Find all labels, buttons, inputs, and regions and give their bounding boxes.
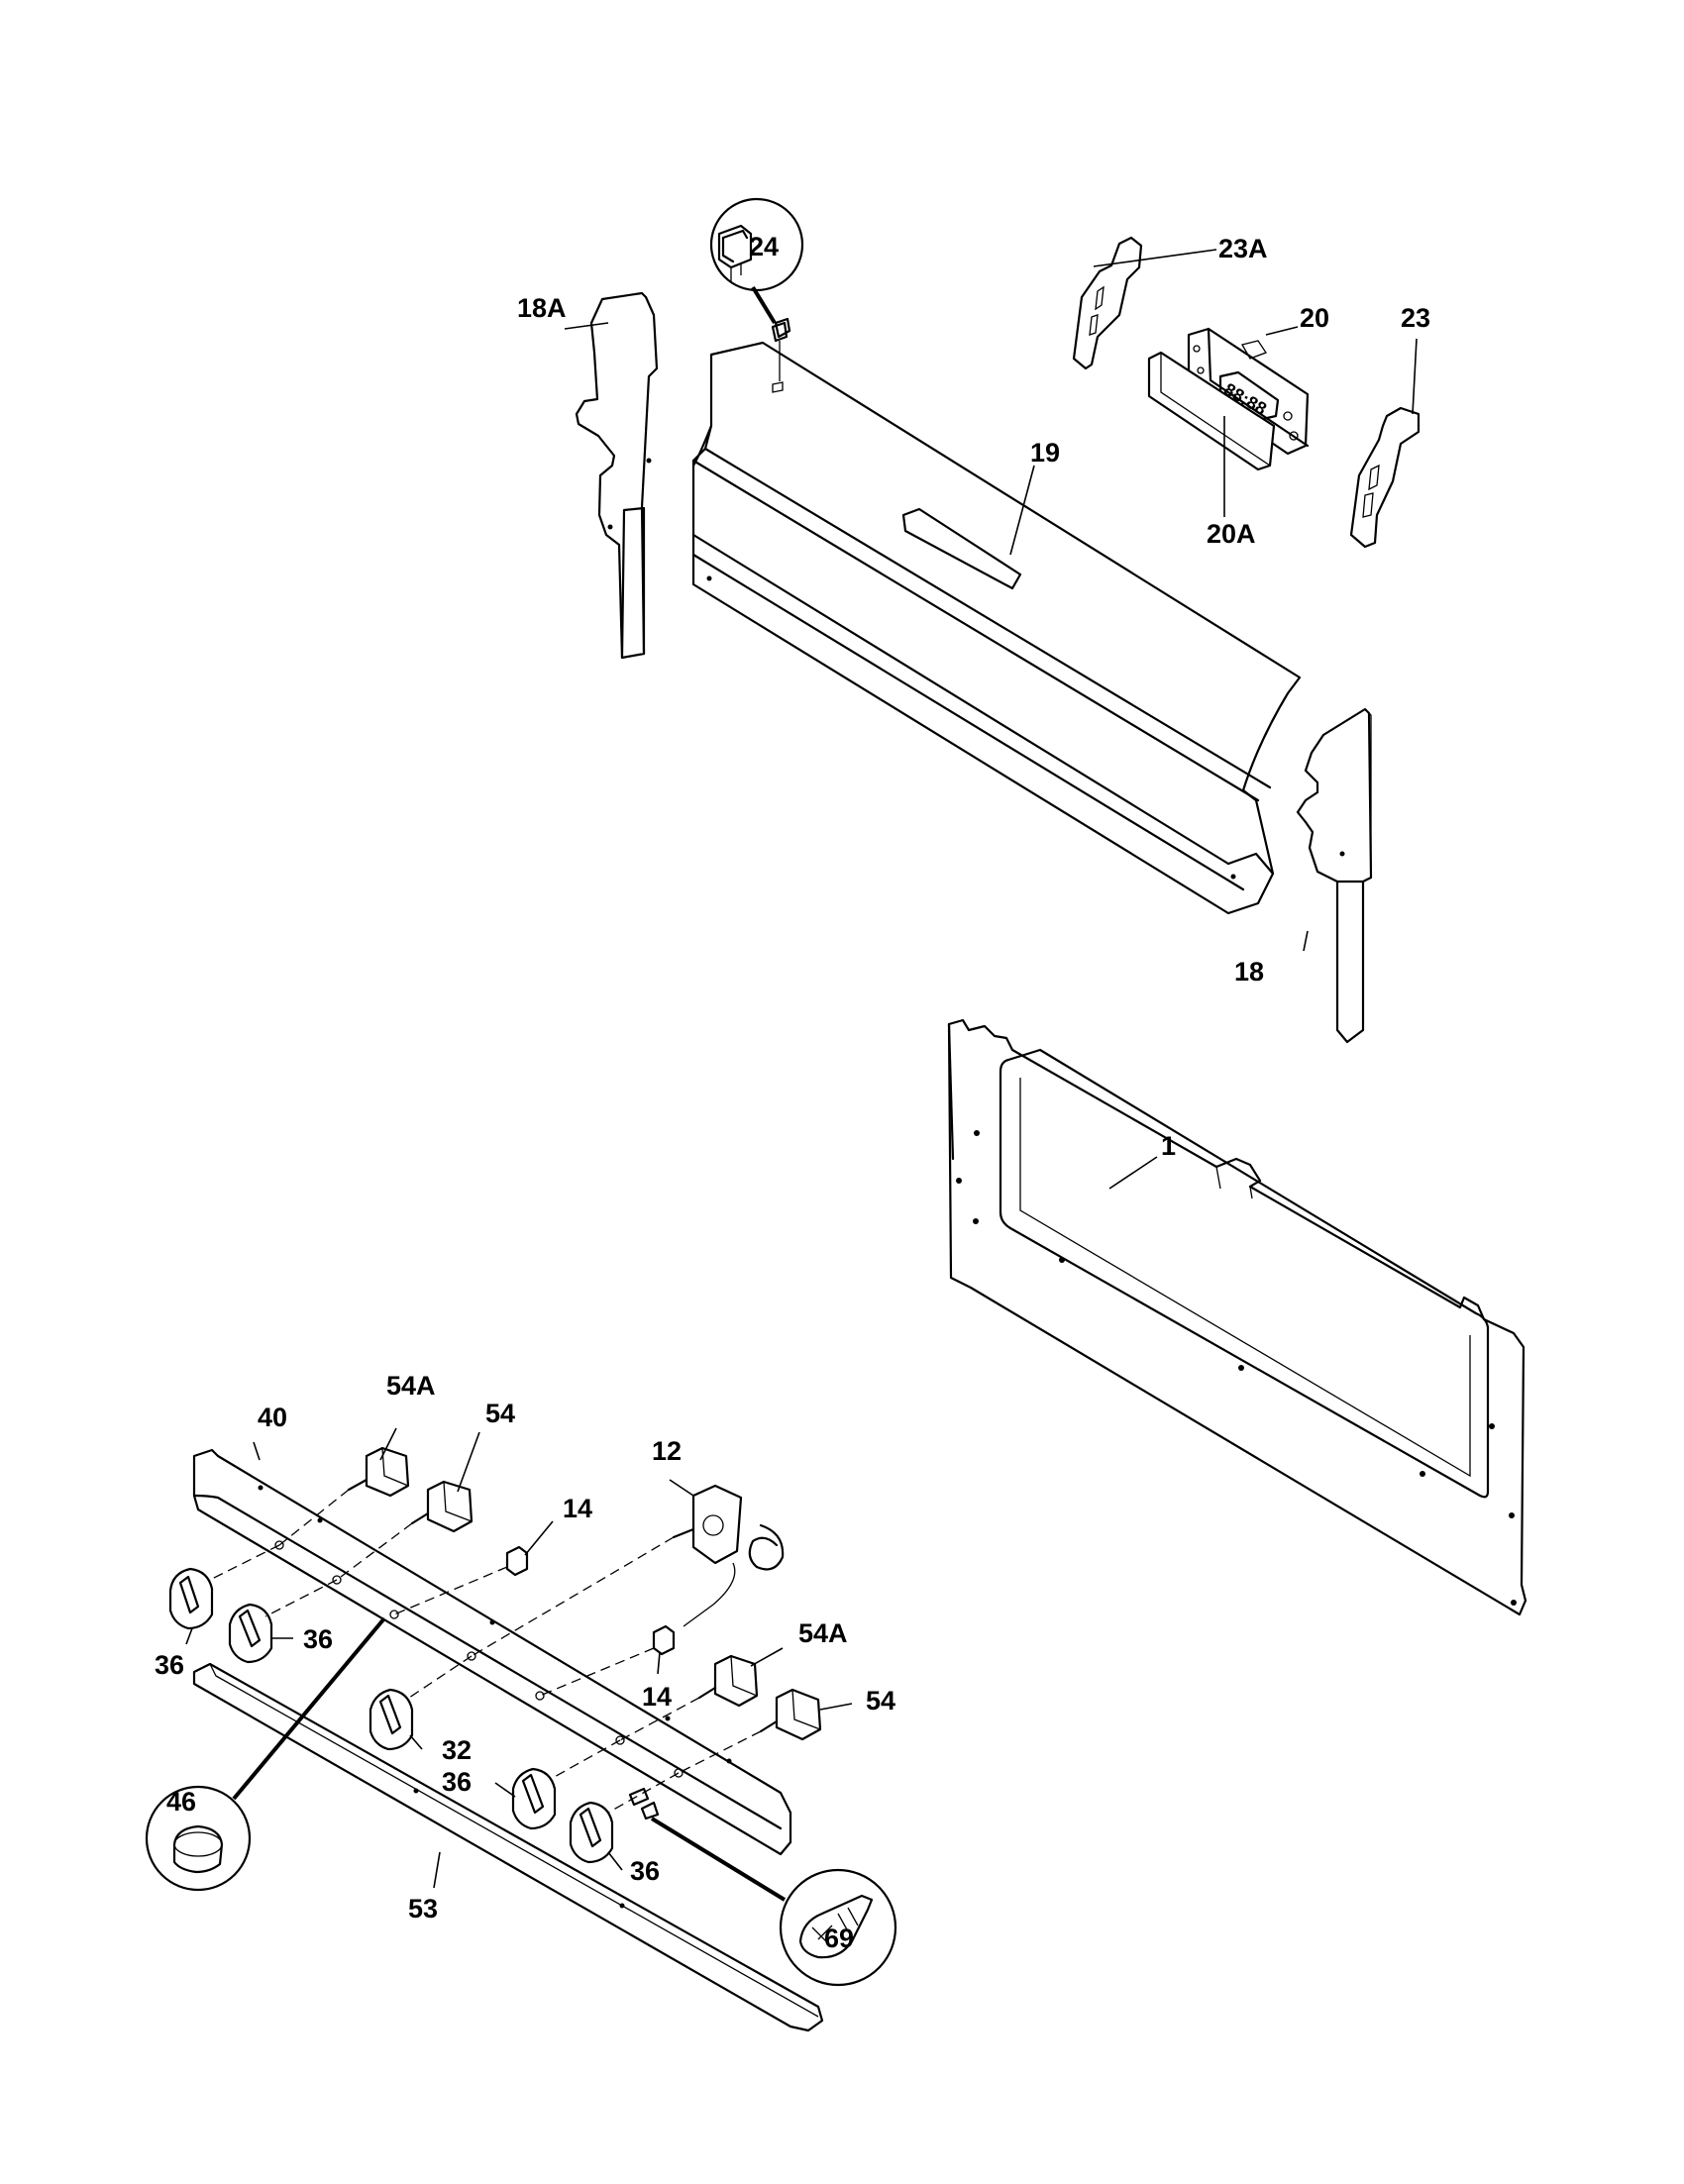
part-18-end-bracket: [1296, 707, 1373, 1044]
callout-36-far-right: 36: [630, 1856, 660, 1886]
part-24-switch-detail: [709, 197, 804, 339]
part-40-control-panel: [192, 1448, 792, 1856]
part-69-screw-detail: [628, 1787, 897, 1987]
knob-36-left: [228, 1603, 273, 1664]
callout-40: 40: [258, 1403, 287, 1432]
part-46-button-detail: [145, 1616, 386, 1892]
callout-69: 69: [824, 1924, 854, 1953]
callout-20a: 20A: [1207, 519, 1256, 549]
callout-23a: 23A: [1218, 234, 1268, 263]
callout-54-lower: 54: [866, 1686, 895, 1716]
knob-32-center: [368, 1688, 414, 1751]
part-12-thermostat: [672, 1484, 785, 1627]
callout-36-right: 36: [442, 1767, 472, 1797]
callout-12: 12: [652, 1436, 682, 1466]
part-54a-switch-lower: [697, 1654, 759, 1708]
part-14-switch-upper: [505, 1545, 529, 1577]
part-23a-clock-bracket: [1072, 236, 1143, 370]
callout-36-left: 36: [303, 1624, 333, 1654]
part-54-switch-upper: [410, 1480, 474, 1533]
callout-54a-lower: 54A: [798, 1618, 848, 1648]
callout-32: 32: [442, 1735, 472, 1765]
part-23-clock-bracket: [1349, 406, 1421, 549]
callout-19: 19: [1030, 438, 1060, 468]
part-24-switch-small: [771, 321, 789, 381]
part-54-switch-lower: [759, 1688, 822, 1741]
callout-20: 20: [1300, 303, 1329, 333]
assembly-dashed-lines: [207, 1489, 762, 1814]
callout-24: 24: [749, 232, 779, 261]
callout-14-lower: 14: [642, 1682, 672, 1712]
callout-labels: 24 18A 23A 20 23 19 20A 18 1 40 54A 54 1…: [155, 232, 1430, 1953]
callout-14-upper: 14: [563, 1494, 592, 1523]
part-14-switch-lower: [652, 1624, 676, 1656]
callout-1: 1: [1161, 1131, 1176, 1161]
callout-23: 23: [1401, 303, 1430, 333]
callout-46: 46: [166, 1787, 196, 1817]
knob-36-far-left: [168, 1567, 214, 1630]
part-20a-overlay: [1147, 351, 1276, 471]
leader-lines: [185, 249, 1418, 1889]
callout-54a-upper: 54A: [386, 1371, 436, 1401]
part-54a-switch-upper: [347, 1446, 410, 1498]
callout-36-far-left: 36: [155, 1650, 184, 1680]
knob-36-far-right: [569, 1801, 614, 1864]
part-18a-end-bracket: [575, 291, 659, 660]
callout-18: 18: [1234, 957, 1264, 987]
part-53-trim: [192, 1662, 824, 2032]
callout-53: 53: [408, 1894, 438, 1924]
part-1-back-panel: [947, 1018, 1527, 1616]
callout-18a: 18A: [517, 293, 567, 323]
part-19-backguard: [691, 341, 1302, 915]
callout-54-upper: 54: [485, 1399, 515, 1428]
knob-36-right: [511, 1767, 557, 1830]
